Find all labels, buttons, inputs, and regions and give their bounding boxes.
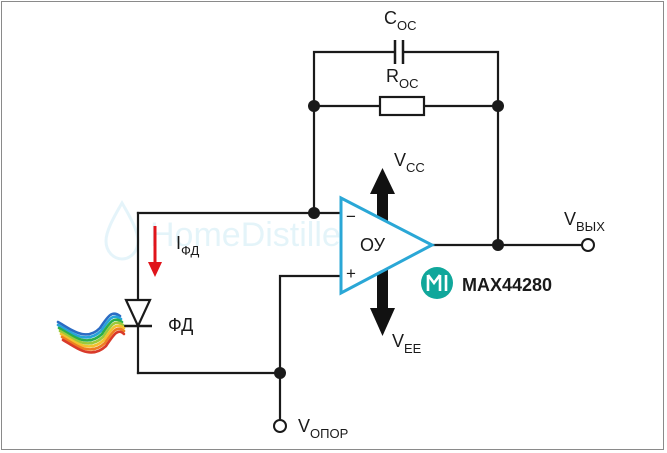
current-arrow-icon (148, 226, 162, 277)
label-iphd: IФД (176, 233, 199, 258)
label-roc: ROC (386, 66, 419, 91)
junction-dots (274, 100, 504, 379)
light-ribbon-icon (56, 312, 126, 354)
supply-arrows (370, 168, 395, 336)
label-vref: VОПОР (298, 416, 348, 441)
resistor-roc (378, 95, 426, 117)
output-terminal (581, 238, 595, 252)
part-number: MAX44280 (462, 275, 552, 295)
opamp-minus: − (346, 207, 356, 226)
capacitor-coc (393, 40, 405, 64)
label-vcc: VCC (394, 150, 425, 175)
reference-terminal (273, 419, 287, 433)
label-vout: VВЫХ (564, 209, 605, 234)
label-vee: VEE (392, 331, 422, 356)
photodiode (124, 298, 152, 329)
label-photodiode: ФД (168, 315, 193, 335)
opamp-label: ОУ (360, 235, 386, 255)
label-coc: COC (384, 8, 417, 33)
wires (136, 50, 584, 422)
opamp-triangle (339, 195, 436, 296)
opamp-plus: + (346, 264, 356, 283)
maxim-logo-icon (421, 267, 453, 299)
